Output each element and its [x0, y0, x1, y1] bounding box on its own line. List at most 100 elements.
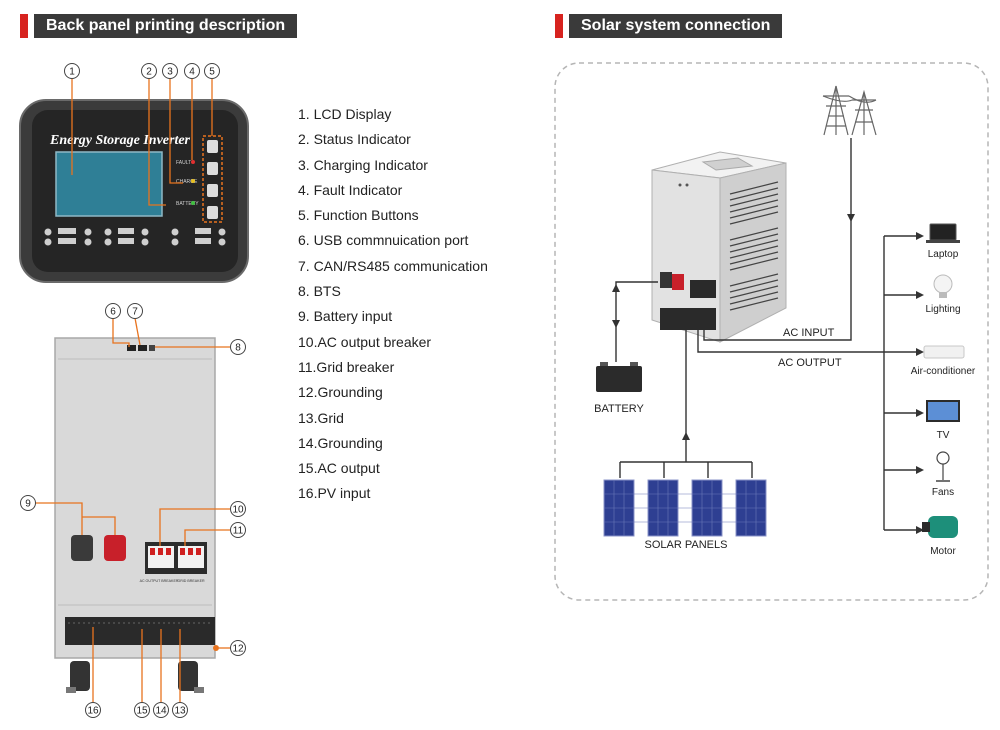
callout-11-circle	[230, 522, 246, 538]
laptop-icon	[929, 223, 957, 241]
load-air-conditioner-label: Air-conditioner	[911, 366, 976, 377]
charge-label: CHARGE	[176, 179, 198, 185]
callout-14-circle	[153, 702, 169, 718]
legend-item: 7. CAN/RS485 communication	[298, 257, 488, 274]
back-panel-diagram: AC OUTPUT BREAKER GRID BREAKER 6 7 8 9 1…	[20, 303, 246, 718]
function-button[interactable]	[207, 206, 218, 219]
legend-list: 1. LCD Display 2. Status Indicator 3. Ch…	[298, 105, 488, 510]
inverter-terminal-block	[660, 308, 716, 330]
accent-bar	[20, 14, 28, 38]
front-callout-lines	[71, 79, 213, 206]
accent-bar	[555, 14, 563, 38]
front-panel-diagram: Energy Storage Inverter FAULT CHARGE BAT…	[19, 63, 249, 283]
callout-5: 5	[209, 67, 215, 78]
fan-icon	[936, 451, 950, 465]
callout-10-circle	[230, 501, 246, 517]
caster-wheel	[70, 661, 90, 691]
function-button[interactable]	[207, 184, 218, 197]
callout-11: 11	[233, 526, 244, 537]
bts-port	[149, 345, 155, 351]
inverter-port	[685, 183, 689, 187]
legend-item: 15.AC output	[298, 460, 380, 477]
callout-4: 4	[189, 67, 195, 78]
fault-indicator	[191, 160, 195, 164]
caster-mount	[66, 687, 76, 693]
callout-10: 10	[232, 505, 244, 516]
callout-5-circle	[204, 63, 220, 79]
battery-label: BATTERY	[594, 403, 644, 415]
caster-wheel	[178, 661, 198, 691]
callout-9: 9	[25, 499, 31, 510]
inverter-battery-terminal	[672, 274, 684, 290]
ac-output-label: AC OUTPUT	[778, 357, 842, 369]
legend-item: 16.PV input	[298, 485, 371, 502]
callout-13-circle	[172, 702, 188, 718]
load-lighting-label: Lighting	[925, 304, 960, 315]
legend-item: 5. Function Buttons	[298, 207, 419, 224]
function-button[interactable]	[207, 162, 218, 175]
legend-item: 12.Grounding	[298, 384, 383, 401]
legend-item: 3. Charging Indicator	[298, 156, 428, 173]
callout-7: 7	[132, 307, 138, 318]
callout-3-circle	[162, 63, 178, 79]
callout-2-circle	[141, 63, 157, 79]
callout-16-circle	[85, 702, 101, 718]
breaker-switch	[150, 548, 155, 555]
legend-item: 10.AC output breaker	[298, 333, 432, 350]
legend-item: 11.Grid breaker	[298, 358, 395, 375]
callout-6-circle	[105, 303, 121, 319]
battery-post	[630, 362, 638, 366]
load-laptop-label: Laptop	[928, 249, 959, 260]
back-callout-lines	[36, 317, 230, 702]
callout-1: 1	[69, 67, 75, 78]
callout-9-circle	[20, 495, 36, 511]
fault-label: FAULT	[176, 160, 191, 166]
ac-output-breaker-label: AC OUTPUT BREAKER	[140, 579, 179, 583]
motor-shaft	[922, 522, 930, 532]
header-solar-system: Solar system connection	[555, 14, 783, 38]
callout-8: 8	[235, 343, 241, 354]
laptop-base	[926, 240, 960, 243]
system-arrowheads	[612, 214, 924, 534]
usb-port	[127, 345, 136, 351]
ac-input-label: AC INPUT	[783, 327, 835, 339]
grounding-point	[213, 645, 219, 651]
callout-14: 14	[155, 706, 167, 717]
solar-panels-label: SOLAR PANELS	[645, 539, 728, 551]
power-pylon-icon	[822, 85, 877, 136]
function-button[interactable]	[207, 140, 218, 153]
front-panel-bottom-icons	[44, 228, 226, 246]
front-panel-title: Energy Storage Inverter	[49, 133, 191, 148]
header-back-panel-title: Back panel printing description	[34, 14, 298, 38]
system-dashed-frame	[554, 62, 989, 601]
legend-item: 9. Battery input	[298, 308, 393, 325]
solar-panel-icon	[603, 479, 767, 537]
callout-1-circle	[64, 63, 80, 79]
breaker-switch	[166, 548, 171, 555]
callout-12-circle	[230, 640, 246, 656]
breaker-switch	[158, 548, 163, 555]
lcd-display	[55, 151, 163, 217]
terminal-block	[65, 617, 215, 645]
callout-3: 3	[167, 67, 173, 78]
callout-4-circle	[184, 63, 200, 79]
air-conditioner-icon	[923, 345, 965, 359]
battery-icon	[596, 366, 642, 392]
system-wires	[615, 138, 916, 531]
status-indicator	[191, 201, 195, 205]
callout-8-circle	[230, 339, 246, 355]
callout-12: 12	[232, 644, 244, 655]
header-solar-system-title: Solar system connection	[569, 14, 783, 38]
inverter-battery-terminal	[660, 272, 672, 288]
callout-13: 13	[174, 706, 186, 717]
battery-label: BATTERY	[176, 201, 199, 207]
callout-6: 6	[110, 307, 116, 318]
grid-breaker-label: GRID BREAKER	[177, 579, 205, 583]
battery-terminal-positive	[104, 535, 126, 561]
callout-15-circle	[134, 702, 150, 718]
legend-item: 4. Fault Indicator	[298, 181, 403, 198]
caster-mount	[194, 687, 204, 693]
callout-15: 15	[136, 706, 148, 717]
legend-item: 1. LCD Display	[298, 106, 392, 122]
